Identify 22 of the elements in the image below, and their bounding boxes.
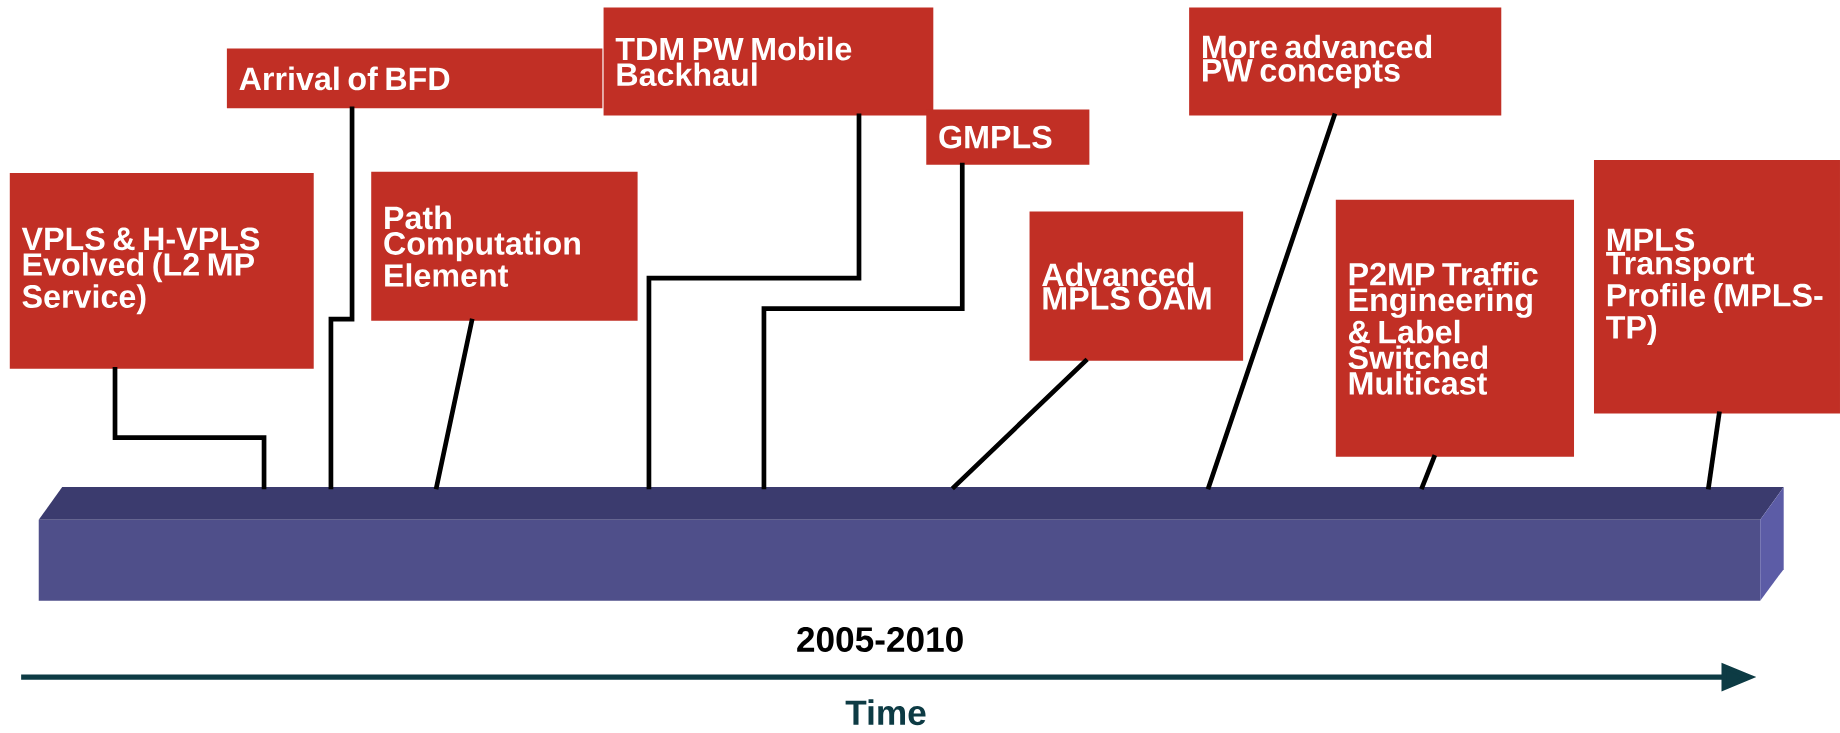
connector-line: [761, 162, 965, 490]
connector-line: [951, 358, 1088, 490]
timeline-bar: [38, 486, 1784, 601]
event-box: MPLS Transport Profile (MPLS-TP): [1594, 159, 1840, 414]
connector-line: [1206, 113, 1337, 490]
connector-line: [646, 113, 862, 490]
event-box: Path Computation Element: [371, 171, 638, 321]
event-box: VPLS & H-VPLS Evolved (L2 MP Service): [9, 172, 314, 369]
axis-label: Time: [845, 699, 926, 725]
event-box: Advanced MPLS OAM: [1029, 211, 1244, 361]
event-box: Arrival of BFD: [226, 48, 603, 109]
event-box: GMPLS: [926, 109, 1090, 165]
connector-line: [1706, 411, 1722, 490]
connector-line: [112, 366, 267, 490]
connector-line: [1419, 454, 1437, 490]
node-label: TDM PW Mobile Backhaul: [615, 36, 852, 86]
connector-line: [328, 106, 355, 490]
event-box: More advanced PW concepts: [1189, 7, 1502, 116]
connector-line: [434, 318, 475, 490]
event-box: TDM PW Mobile Backhaul: [603, 7, 934, 116]
node-label: Arrival of BFD: [239, 66, 450, 91]
event-box: P2MP Traffic Engineering & Label Switched Multicast: [1335, 199, 1575, 457]
